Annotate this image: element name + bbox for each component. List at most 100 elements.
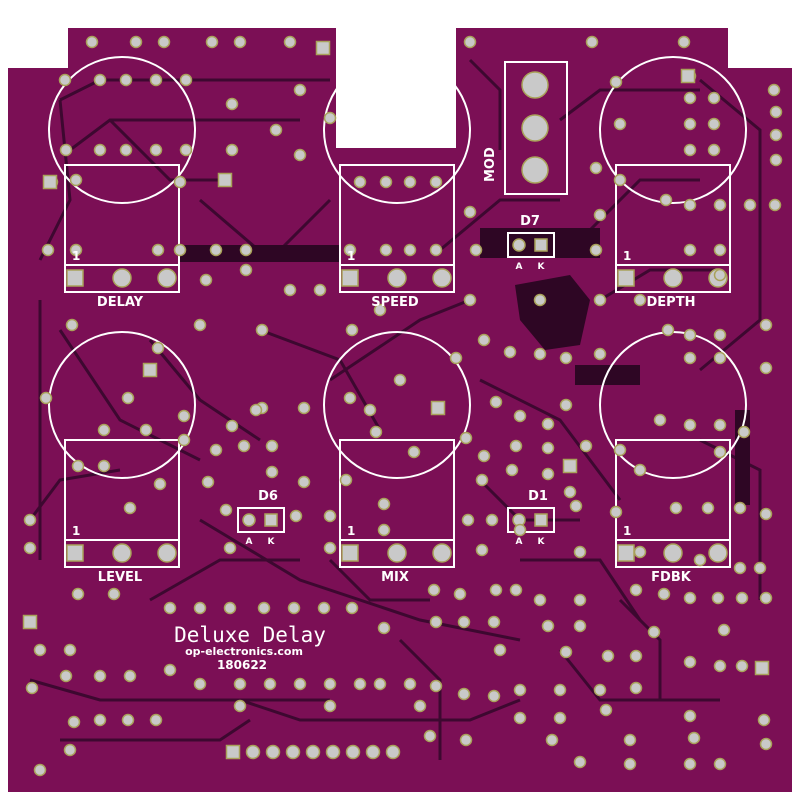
via-pad: [69, 173, 83, 187]
via-pad: [237, 439, 251, 453]
via-pad: [93, 669, 107, 683]
via-pad: [377, 621, 391, 635]
via-pad: [193, 601, 207, 615]
trace: [29, 678, 330, 702]
pot-pin-1-pad: [341, 269, 359, 287]
via-pad: [629, 649, 643, 663]
via-pad: [513, 711, 527, 725]
header-pin-pad: [365, 744, 381, 760]
trace: [239, 698, 521, 722]
via-pad: [71, 587, 85, 601]
via-pad: [223, 541, 237, 555]
diode-cathode-marker: K: [538, 262, 546, 272]
via-pad: [613, 173, 627, 187]
via-pad: [153, 477, 167, 491]
via-pad: [545, 733, 559, 747]
via-pad: [593, 208, 607, 222]
via-pad: [93, 143, 107, 157]
via-pad: [769, 153, 783, 167]
square-pad: [430, 400, 446, 416]
via-pad: [683, 328, 697, 342]
via-pad: [177, 409, 191, 423]
pot-pin-2-pad: [112, 543, 132, 563]
pot-label-level: LEVEL: [98, 570, 142, 585]
via-pad: [343, 391, 357, 405]
via-pad: [585, 35, 599, 49]
trace: [148, 339, 261, 442]
via-pad: [733, 501, 747, 515]
square-pad: [680, 68, 696, 84]
via-pad: [265, 439, 279, 453]
via-pad: [403, 175, 417, 189]
via-pad: [743, 198, 757, 212]
switch-pin-pad: [521, 156, 549, 184]
diode-cathode-pad: [264, 513, 278, 527]
via-pad: [593, 347, 607, 361]
via-pad: [669, 501, 683, 515]
via-pad: [599, 703, 613, 717]
pot-pin-3-pad: [708, 543, 728, 563]
via-pad: [683, 655, 697, 669]
via-pad: [475, 473, 489, 487]
via-pad: [65, 318, 79, 332]
via-pad: [58, 73, 72, 87]
pot-outline: [48, 331, 196, 479]
pot-pin-3-pad: [157, 543, 177, 563]
via-pad: [429, 615, 443, 629]
via-pad: [593, 293, 607, 307]
via-pad: [379, 243, 393, 257]
via-pad: [683, 351, 697, 365]
via-pad: [593, 683, 607, 697]
via-pad: [343, 243, 357, 257]
via-pad: [687, 731, 701, 745]
via-pad: [541, 467, 555, 481]
via-pad: [163, 601, 177, 615]
via-pad: [41, 243, 55, 257]
via-pad: [323, 699, 337, 713]
pot-body-outline: [615, 439, 731, 568]
via-pad: [633, 463, 647, 477]
via-pad: [713, 268, 727, 282]
pot-body-outline: [615, 164, 731, 293]
pot-outline: [323, 56, 471, 204]
header-pin-pad: [245, 744, 261, 760]
via-pad: [345, 323, 359, 337]
via-pad: [323, 677, 337, 691]
via-pad: [569, 499, 583, 513]
via-pad: [477, 333, 491, 347]
via-pad: [97, 423, 111, 437]
via-pad: [657, 587, 671, 601]
pot-pin-1-pad: [341, 544, 359, 562]
diode-cathode-pad: [534, 513, 548, 527]
via-pad: [737, 425, 751, 439]
via-pad: [293, 83, 307, 97]
header-pin-pad: [285, 744, 301, 760]
pot-pin-2-pad: [387, 543, 407, 563]
trace: [398, 638, 442, 760]
via-pad: [225, 419, 239, 433]
via-pad: [193, 677, 207, 691]
via-pad: [453, 587, 467, 601]
header-pin-pad: [225, 744, 241, 760]
via-pad: [533, 293, 547, 307]
board-date-code: 180622: [217, 658, 267, 672]
via-pad: [323, 541, 337, 555]
pot-body-outline: [64, 164, 180, 293]
via-pad: [711, 591, 725, 605]
via-pad: [661, 323, 675, 337]
via-pad: [623, 733, 637, 747]
via-pad: [233, 699, 247, 713]
pot-body-outline: [64, 439, 180, 568]
via-pad: [297, 475, 311, 489]
via-pad: [463, 293, 477, 307]
via-pad: [157, 35, 171, 49]
via-pad: [713, 659, 727, 673]
via-pad: [119, 143, 133, 157]
via-pad: [683, 709, 697, 723]
header-pin-pad: [345, 744, 361, 760]
via-pad: [633, 293, 647, 307]
square-pad: [562, 458, 578, 474]
via-pad: [239, 263, 253, 277]
diode-outline: [507, 232, 555, 258]
silkscreen: [48, 56, 747, 568]
